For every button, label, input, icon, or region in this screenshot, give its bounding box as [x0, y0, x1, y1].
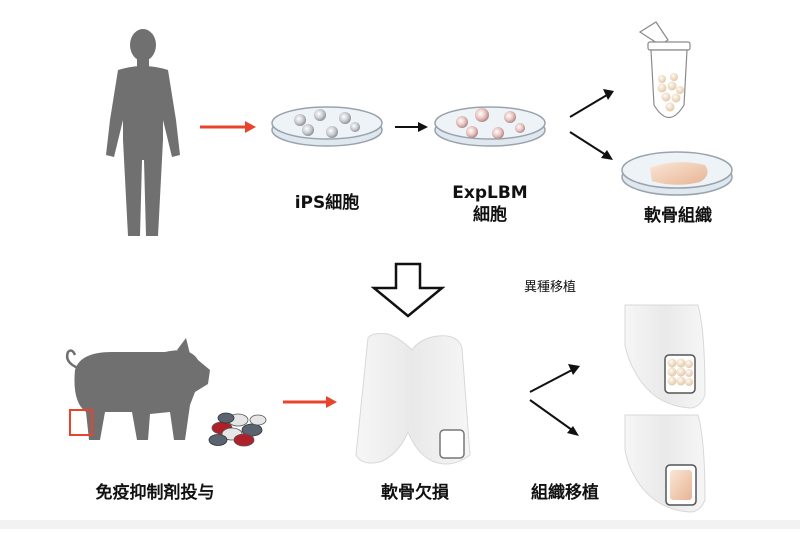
label-explbm-line2: 細胞	[473, 205, 507, 225]
label-immunosuppressant: 免疫抑制剤投与	[95, 483, 215, 503]
red-arrow-1	[200, 121, 256, 133]
highlight-box	[69, 409, 93, 436]
black-arrow-1	[395, 122, 428, 132]
ips-dish-icon	[271, 106, 383, 147]
femur-defect-icon	[355, 333, 471, 465]
human-figure-icon	[106, 29, 180, 236]
label-explbm-line1: ExpLBM	[452, 183, 528, 203]
pills-icon	[208, 412, 267, 447]
label-ips-cells: iPS細胞	[294, 193, 360, 213]
tube-icon	[638, 21, 691, 119]
pig-icon	[65, 338, 211, 440]
label-cartilage-defect: 軟骨欠損	[381, 483, 449, 503]
branch-arrows-top	[569, 89, 614, 160]
implant-sheet-icon	[624, 414, 706, 513]
label-tissue-transplant: 組織移植	[531, 483, 599, 503]
implant-beads-icon	[624, 304, 706, 409]
label-cartilage-tissue: 軟骨組織	[644, 206, 712, 226]
cartilage-dish-icon	[621, 151, 733, 196]
down-arrow-icon	[370, 262, 446, 318]
explbm-dish-icon	[434, 106, 546, 147]
label-xenotransplant: 異種移植	[523, 280, 576, 295]
branch-arrows-bottom	[529, 364, 580, 436]
red-arrow-2	[283, 396, 337, 408]
bottom-strip	[0, 520, 800, 529]
